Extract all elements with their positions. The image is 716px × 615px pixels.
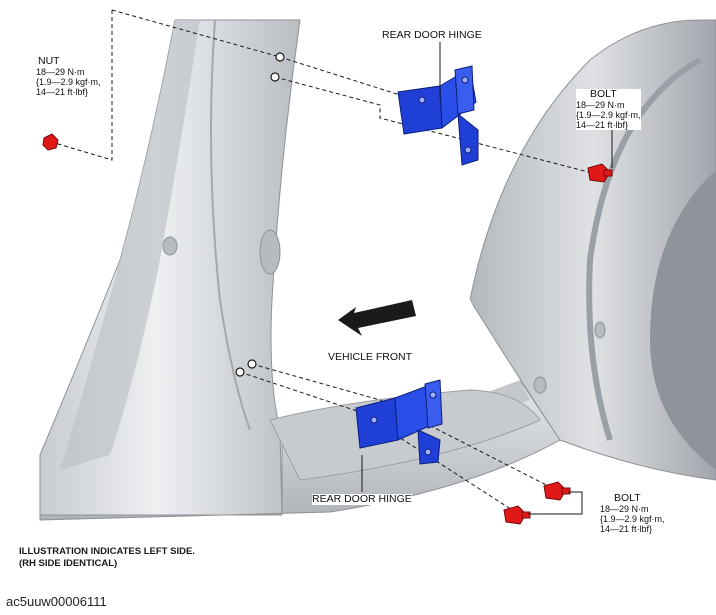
pillar-ridge bbox=[210, 19, 251, 431]
vehicle-front-arrow bbox=[338, 300, 416, 336]
lower-bolt-label: BOLT 18—29 N·m {1.9—2.9 kgf·m, 14—21 ft·… bbox=[600, 493, 665, 534]
lower-bolt-torque-nm: 18—29 N·m bbox=[600, 504, 649, 514]
upper-bolt-torque-kgf: {1.9—2.9 kgf·m, bbox=[576, 110, 641, 120]
nut-torque-nm: 18—29 N·m bbox=[36, 67, 85, 77]
lower-rear-door-hinge bbox=[355, 379, 443, 465]
vehicle-front-label: VEHICLE FRONT bbox=[328, 351, 413, 363]
wheelhouse-shadow bbox=[650, 170, 716, 470]
nut-torque-kgf: {1.9—2.9 kgf·m, bbox=[36, 77, 101, 87]
nut-fastener bbox=[42, 133, 59, 151]
lower-bolt-torque-kgf: {1.9—2.9 kgf·m, bbox=[600, 514, 665, 524]
lower-bolt-name: BOLT bbox=[614, 492, 641, 504]
illustration-note: ILLUSTRATION INDICATES LEFT SIDE. (RH SI… bbox=[19, 546, 195, 570]
upper-rear-door-hinge bbox=[397, 65, 479, 166]
body-hole bbox=[533, 376, 547, 394]
body-hole bbox=[162, 236, 178, 256]
lower-quarter bbox=[280, 238, 520, 440]
upper-bolt-torque-nm: 18—29 N·m bbox=[576, 100, 625, 110]
upper-bolt-leader bbox=[274, 76, 601, 176]
lower-bolt bbox=[543, 481, 571, 501]
nut-name: NUT bbox=[38, 55, 60, 67]
bolt-hole-markers bbox=[235, 52, 285, 377]
body-hole bbox=[594, 321, 606, 339]
note-line-1: ILLUSTRATION INDICATES LEFT SIDE. bbox=[19, 546, 195, 557]
nut-label: NUT 18—29 N·m {1.9—2.9 kgf·m, 14—21 ft·l… bbox=[36, 56, 101, 97]
lower-hinge-label: REAR DOOR HINGE bbox=[312, 493, 412, 505]
callout-lines bbox=[361, 42, 613, 515]
upper-bolt bbox=[587, 163, 613, 183]
hole-marker bbox=[270, 72, 280, 82]
hole-marker bbox=[247, 359, 257, 369]
lower-bolt-torque-ftlbf: 14—21 ft·lbf} bbox=[600, 524, 653, 534]
hole-marker bbox=[275, 52, 285, 62]
upper-bolt-torque-ftlbf: 14—21 ft·lbf} bbox=[576, 120, 629, 130]
hole-marker bbox=[235, 367, 245, 377]
figure-code: ac5uuw00006111 bbox=[6, 594, 107, 609]
note-line-2: (RH SIDE IDENTICAL) bbox=[19, 558, 118, 569]
nut-torque-ftlbf: 14—21 ft·lbf} bbox=[36, 87, 89, 97]
nut-leader bbox=[111, 9, 281, 58]
body-hole bbox=[259, 229, 281, 275]
upper-bolt-label: BOLT 18—29 N·m {1.9—2.9 kgf·m, 14—21 ft·… bbox=[576, 89, 641, 130]
upper-hinge-label: REAR DOOR HINGE bbox=[382, 29, 482, 41]
arch-lip bbox=[586, 57, 702, 441]
upper-bolt-name: BOLT bbox=[590, 88, 617, 100]
lower-bolt-leader bbox=[251, 363, 561, 493]
upper-bolt-leader bbox=[279, 56, 401, 96]
nut-leader bbox=[54, 10, 113, 161]
lower-bolt bbox=[503, 505, 531, 525]
pillar-inner-face bbox=[60, 20, 200, 470]
